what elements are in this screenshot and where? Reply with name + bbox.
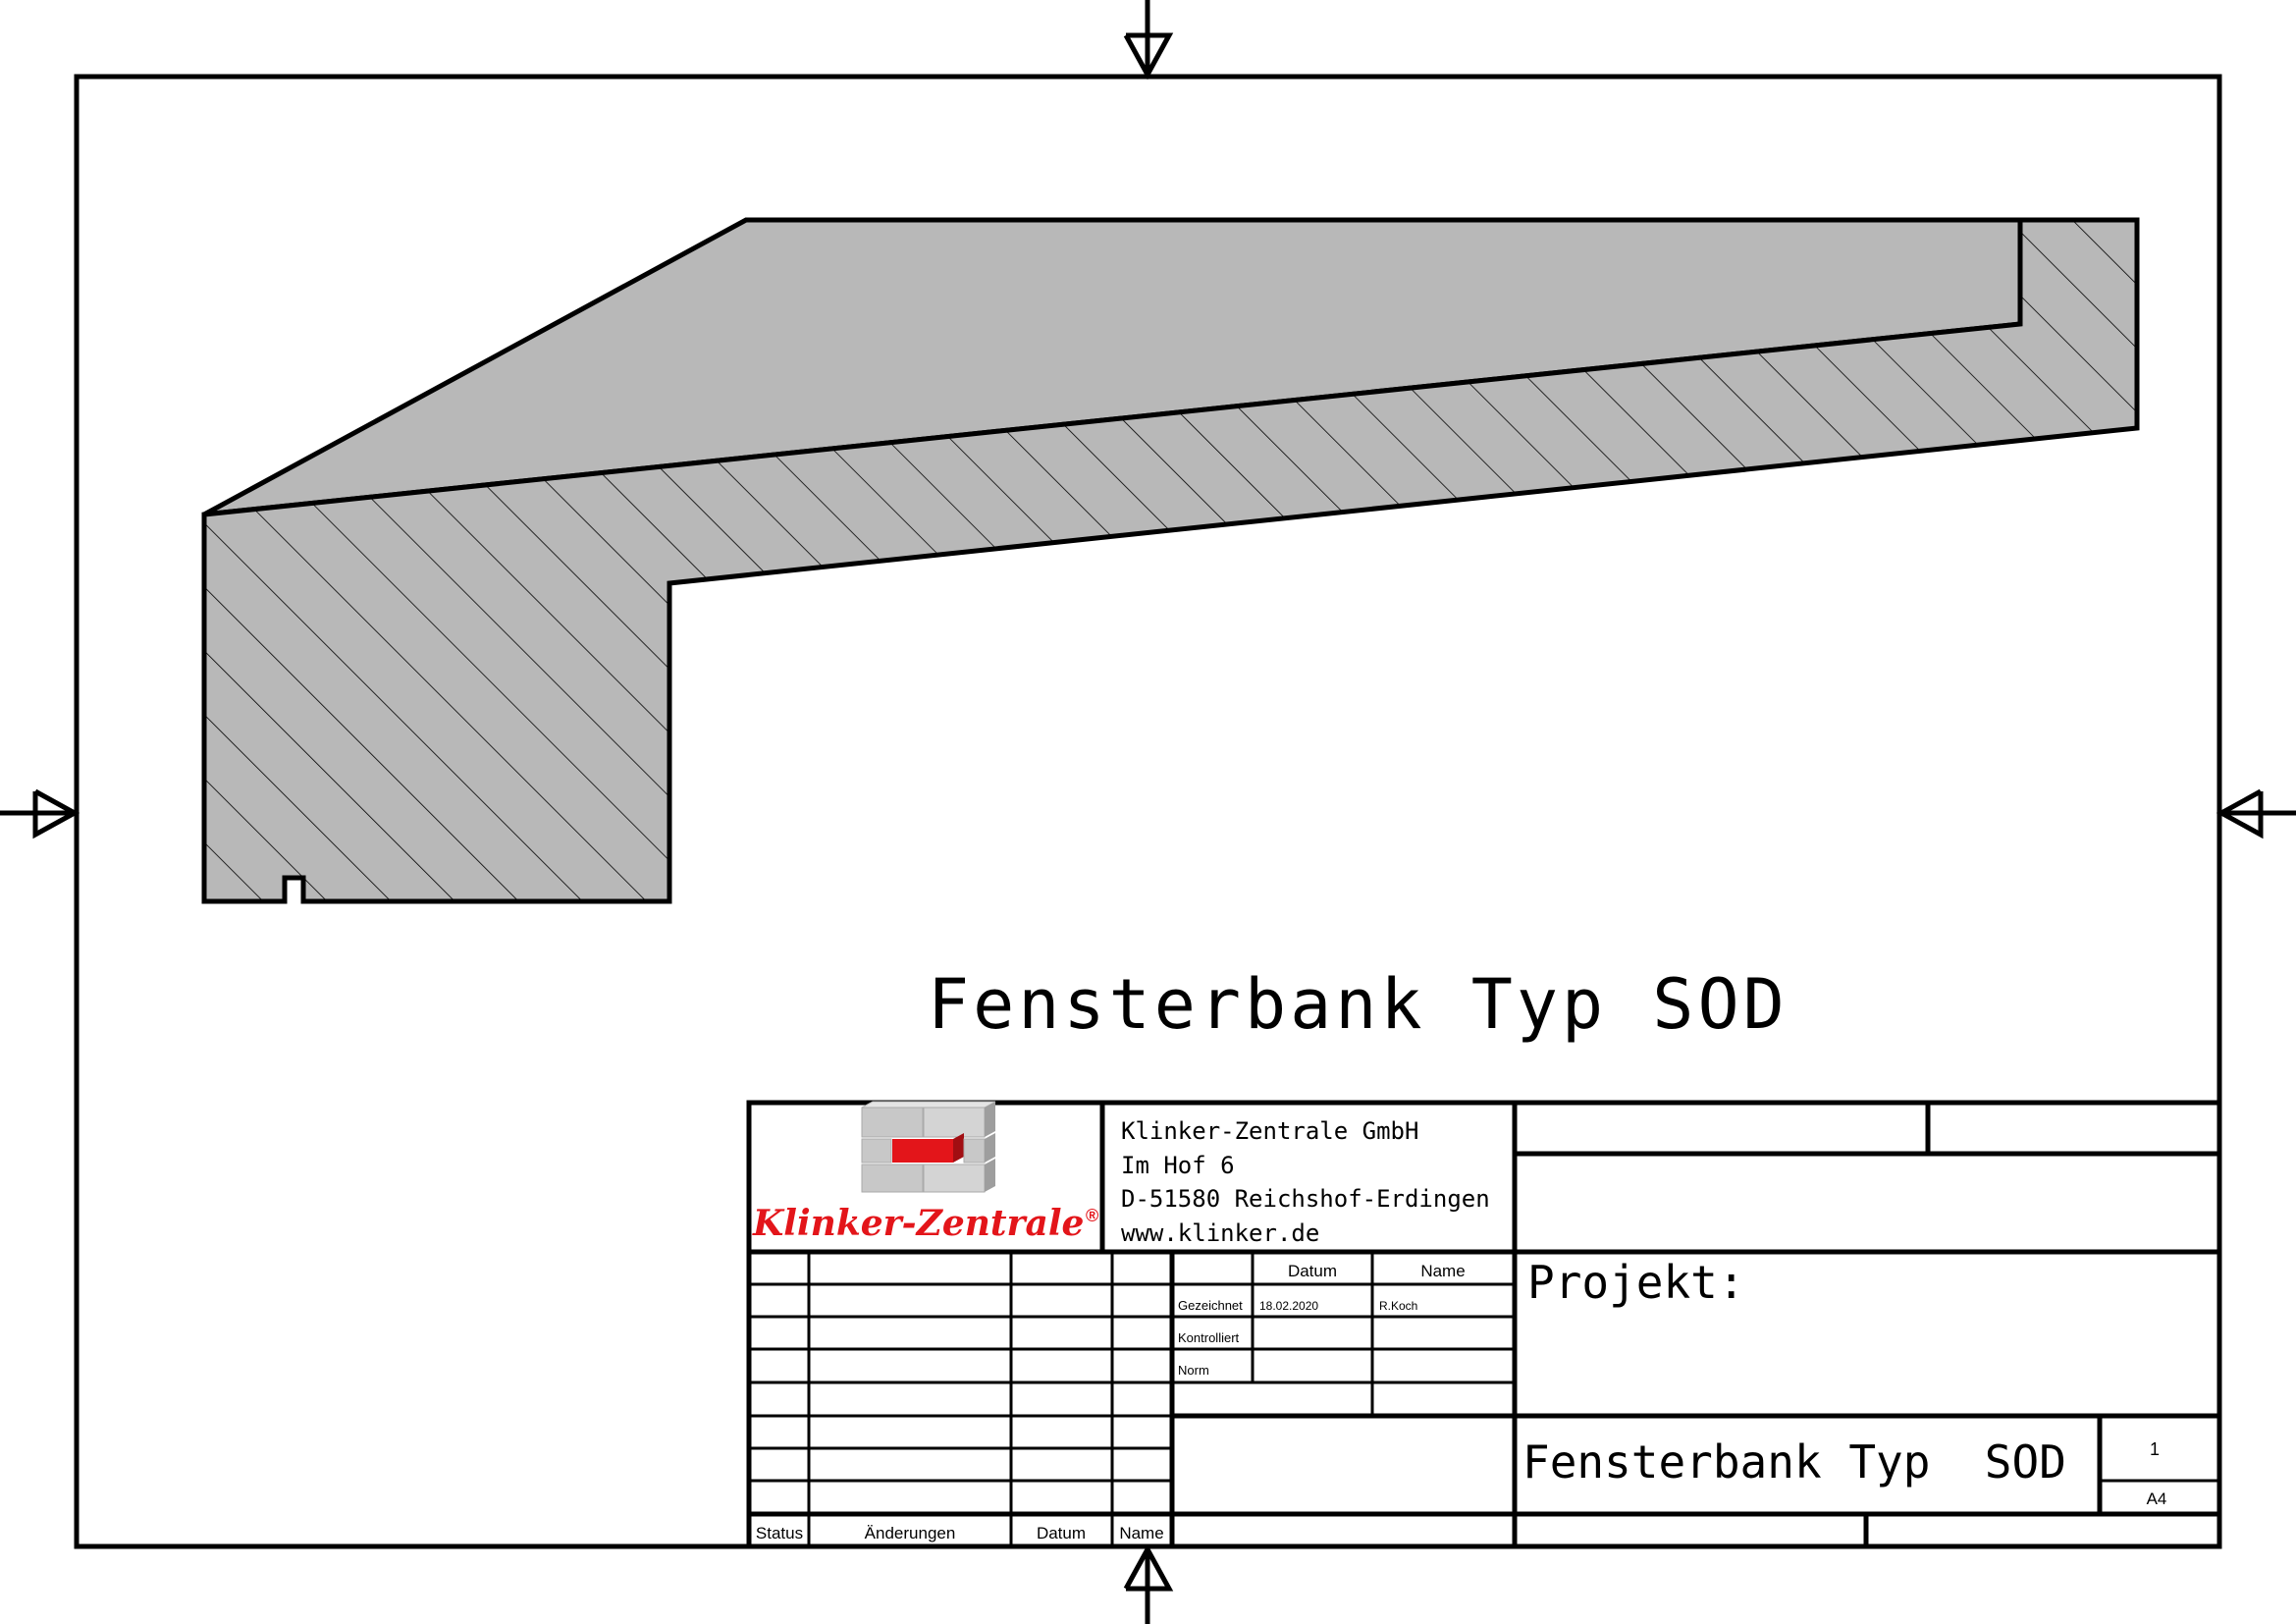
approval-date-header: Datum — [1288, 1262, 1337, 1280]
company-website: www.klinker.de — [1121, 1219, 1319, 1247]
window-sill-section — [201, 217, 2140, 904]
company-logo: Klinker-Zentrale ® — [752, 1101, 1098, 1244]
company-city: D-51580 Reichshof-Erdingen — [1121, 1185, 1490, 1213]
logo-registered-mark: ® — [1086, 1206, 1098, 1225]
logo-wordmark: Klinker-Zentrale — [752, 1203, 1084, 1244]
logo-bricks-icon — [861, 1101, 996, 1193]
drawing-title: Fensterbank Typ SOD — [928, 964, 1789, 1045]
company-name: Klinker-Zentrale GmbH — [1121, 1117, 1418, 1145]
paper-format: A4 — [2147, 1489, 2167, 1508]
approval-name-header: Name — [1420, 1262, 1465, 1280]
approval-label-drawn: Gezeichnet — [1178, 1298, 1243, 1313]
centering-mark-right — [2216, 788, 2296, 839]
revision-name-header: Name — [1119, 1524, 1163, 1543]
approval-label-standard: Norm — [1178, 1363, 1209, 1378]
approval-date-drawn: 18.02.2020 — [1259, 1299, 1318, 1313]
approval-label-checked: Kontrolliert — [1178, 1330, 1240, 1345]
revision-date-header: Datum — [1037, 1524, 1086, 1543]
approval-name-drawn: R.Koch — [1379, 1299, 1417, 1313]
centering-mark-top — [1123, 0, 1174, 81]
centering-mark-left — [0, 788, 80, 839]
title-block — [746, 1100, 2222, 1549]
sill-hatched-body — [201, 217, 2140, 904]
revision-status-header: Status — [756, 1524, 803, 1543]
revision-changes-header: Änderungen — [865, 1524, 956, 1543]
company-street: Im Hof 6 — [1121, 1152, 1235, 1179]
centering-mark-bottom — [1123, 1543, 1174, 1624]
titleblock-title: Fensterbank Typ SOD — [1522, 1435, 2066, 1489]
project-label: Projekt: — [1527, 1256, 1745, 1309]
sheet-number: 1 — [2150, 1439, 2160, 1459]
